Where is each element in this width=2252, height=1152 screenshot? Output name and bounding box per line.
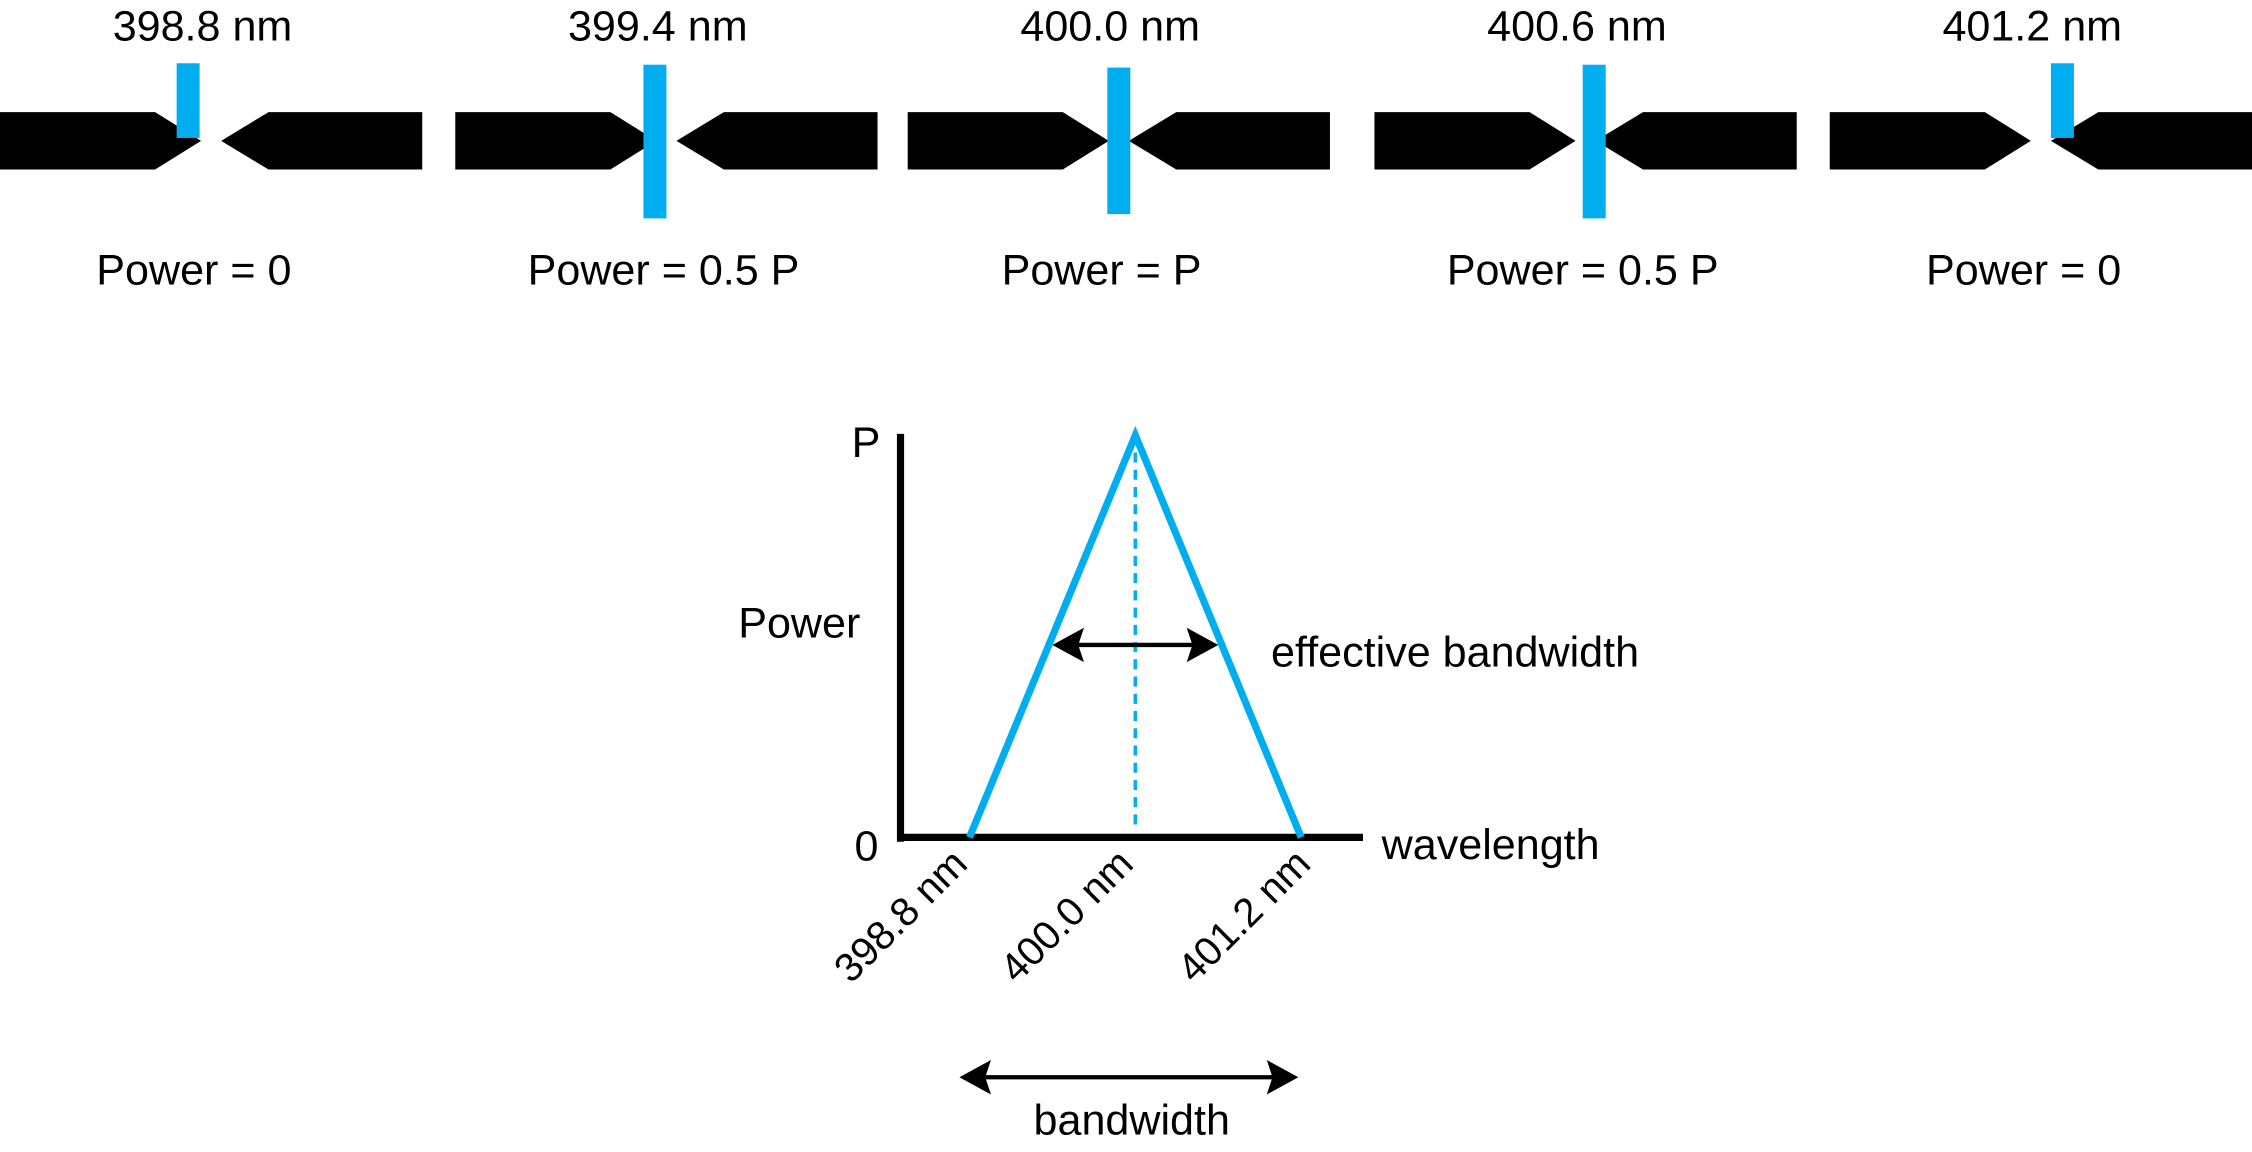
wavelength-label: 401.2 nm (1942, 2, 2122, 50)
slit-jaw-left (907, 112, 1109, 170)
bandwidth-arrow (959, 1060, 1299, 1095)
bandwidth-label: bandwidth (1034, 1097, 1230, 1145)
y-tick-0: 0 (855, 822, 879, 870)
slit-panel: 399.4 nm Power = 0.5 P (455, 2, 878, 294)
power-label: Power = 0 (1926, 246, 2121, 294)
light-beam (1582, 64, 1606, 219)
slit-jaw-left (1829, 112, 2031, 170)
slit-jaw-left (0, 112, 202, 170)
light-beam (2050, 63, 2074, 138)
x-axis-label: wavelength (1381, 821, 1600, 869)
y-tick-p: P (852, 419, 881, 467)
slit-panel: 401.2 nm Power = 0 (1829, 2, 2252, 294)
slit-jaw-right (1595, 112, 1797, 170)
power-label: Power = 0.5 P (528, 246, 800, 294)
slit-jaw-right (1128, 112, 1330, 170)
power-label: Power = P (1002, 246, 1202, 294)
slit-jaw-right (676, 112, 878, 170)
wavelength-label: 400.6 nm (1487, 2, 1667, 50)
effective-bandwidth-label: effective bandwidth (1271, 628, 1639, 676)
power-label: Power = 0 (96, 246, 291, 294)
x-tick-label: 401.2 nm (1169, 841, 1319, 991)
effective-bandwidth-arrow (1052, 627, 1219, 663)
power-label: Power = 0.5 P (1447, 246, 1719, 294)
y-axis-label: Power (738, 600, 860, 648)
slit-jaw-right (221, 112, 423, 170)
x-tick-label: 398.8 nm (825, 841, 975, 991)
light-beam (1107, 67, 1131, 215)
slit-jaw-left (455, 112, 657, 170)
slit-panel: 400.0 nm Power = P (907, 2, 1330, 294)
slit-panel: 400.6 nm Power = 0.5 P (1374, 2, 1797, 294)
slit-jaw-right (2050, 112, 2252, 170)
wavelength-label: 399.4 nm (568, 2, 748, 50)
wavelength-label: 398.8 nm (113, 2, 293, 50)
slit-jaw-left (1374, 112, 1576, 170)
x-tick-label: 400.0 nm (991, 841, 1141, 991)
slit-panel: 398.8 nm Power = 0 (0, 2, 423, 294)
light-beam (176, 63, 200, 138)
wavelength-label: 400.0 nm (1020, 2, 1200, 50)
light-beam (643, 64, 667, 219)
